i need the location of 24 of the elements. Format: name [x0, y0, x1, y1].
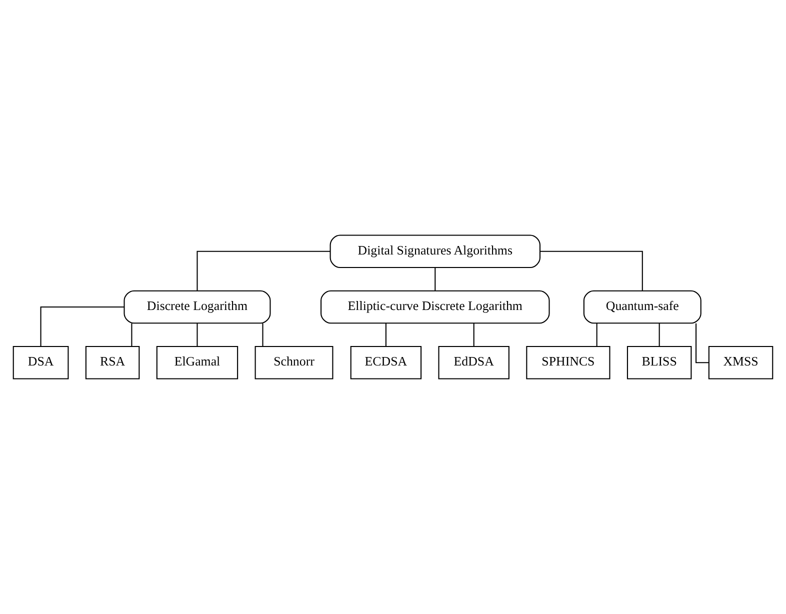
- node-box: XMSS: [708, 346, 774, 380]
- connector: [658, 323, 660, 346]
- node-box: SPHINCS: [526, 346, 610, 380]
- connector: [262, 323, 264, 346]
- node-box: Schnorr: [254, 346, 334, 380]
- node-box: ECDSA: [350, 346, 422, 380]
- connector: [196, 250, 330, 291]
- node-box: BLISS: [626, 346, 692, 380]
- node-box: Elliptic-curve Discrete Logarithm: [320, 290, 550, 324]
- node-box: Digital Signatures Algorithms: [330, 234, 540, 268]
- node-box: ElGamal: [156, 346, 238, 380]
- node-box: RSA: [85, 346, 140, 380]
- connector: [196, 323, 198, 346]
- connector: [596, 323, 598, 346]
- node-box: Quantum-safe: [583, 290, 702, 324]
- node-box: DSA: [12, 346, 69, 380]
- connector: [473, 323, 474, 346]
- connector: [434, 268, 436, 291]
- connector: [385, 323, 386, 346]
- node-box: EdDSA: [438, 346, 510, 380]
- connector: [540, 250, 643, 291]
- connector: [40, 306, 124, 346]
- connector: [131, 323, 132, 346]
- node-box: Discrete Logarithm: [124, 290, 271, 324]
